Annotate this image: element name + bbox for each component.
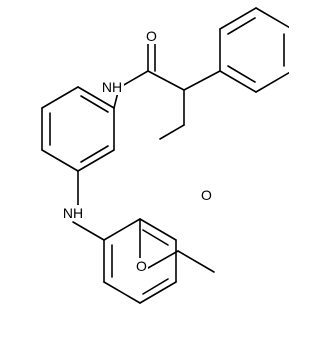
bond-20 (219, 70, 257, 93)
bond-23 (227, 65, 256, 83)
atom-o-top-bg (145, 28, 158, 44)
molecule-structure: O NH O NH O (41, 7, 289, 304)
bond-37 (142, 229, 169, 246)
atom-o-ether-bg (135, 258, 148, 274)
bond-25 (159, 124, 185, 140)
bond-30 (103, 281, 141, 304)
bond-36 (142, 278, 169, 295)
atom-nh-top: NH (102, 79, 122, 95)
bond-3 (41, 149, 79, 172)
bond-16 (219, 7, 257, 30)
bond-2 (77, 149, 115, 172)
bond-21 (227, 17, 256, 35)
atom-nh-top-bg (100, 79, 124, 95)
bond-34 (103, 218, 141, 241)
atom-o-bottom-bg (200, 187, 213, 203)
bond-10 (121, 70, 149, 87)
atom-labels: O NH O NH O (61, 28, 213, 274)
bond-layer (41, 7, 289, 304)
bond-39 (147, 250, 179, 269)
atom-o-ether: O (136, 258, 147, 274)
atom-o-amide-bottom: O (201, 187, 212, 203)
bond-19 (255, 71, 289, 93)
bond-7 (80, 145, 109, 163)
bond-8 (80, 95, 109, 113)
bond-33 (139, 218, 177, 241)
bond-17 (255, 7, 289, 29)
atom-o-amide-top: O (146, 28, 157, 44)
bond-28 (72, 221, 105, 241)
atom-nh-bottom-bg (61, 205, 85, 221)
bond-5 (41, 86, 79, 109)
bond-0 (77, 86, 115, 109)
bond-13 (147, 70, 185, 91)
atom-nh-bottom: NH (63, 205, 83, 221)
bond-40 (177, 250, 215, 273)
bond-14 (183, 70, 221, 91)
bond-31 (139, 281, 177, 304)
